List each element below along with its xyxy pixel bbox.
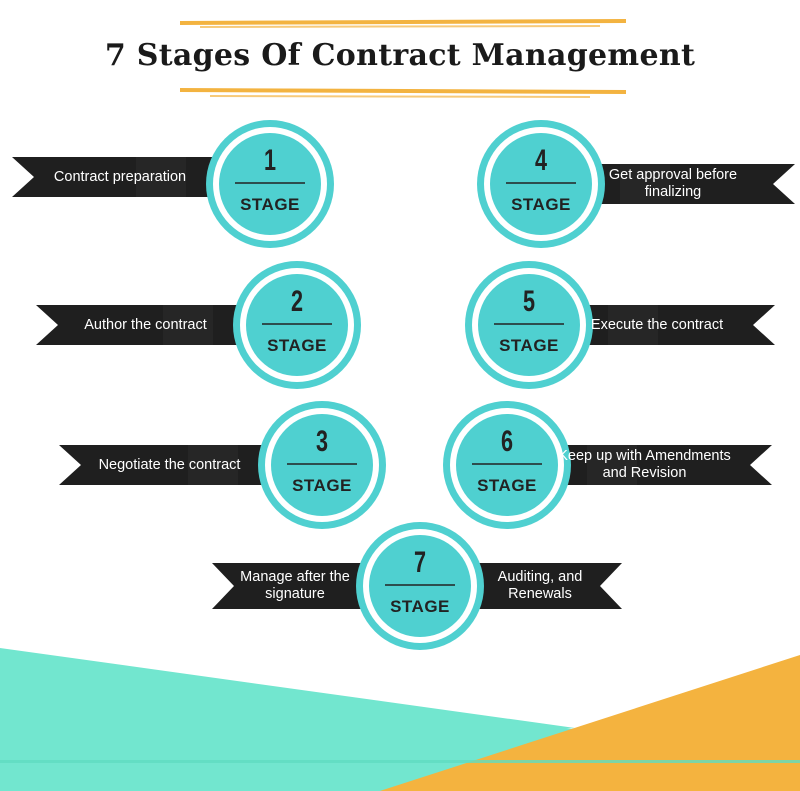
title-underline-top <box>180 19 626 28</box>
stage-7-ribbon-right <box>474 563 622 609</box>
stage-3-number: 3 <box>315 425 329 458</box>
stage-4-number: 4 <box>534 144 548 177</box>
stage-1-label: STAGE <box>240 195 300 214</box>
title-underline-bottom <box>180 88 626 98</box>
stage-7-badge-disc <box>369 535 471 637</box>
ribbon-shade <box>136 157 186 197</box>
stage-2-label: STAGE <box>267 336 327 355</box>
stage-1-description: Contract preparation <box>32 169 208 186</box>
stage-2-number: 2 <box>290 285 304 318</box>
stage-description-line: signature <box>265 586 325 602</box>
stage-6-badge-disc <box>456 414 558 516</box>
stage-2-description: Author the contract <box>56 317 235 334</box>
stage-6-label: STAGE <box>477 476 537 495</box>
teal-stripe <box>0 760 800 763</box>
stage-4-label: STAGE <box>511 195 571 214</box>
stage-7-label: STAGE <box>390 597 450 616</box>
stage-1-badge-disc <box>219 133 321 235</box>
stage-description-line: and Revision <box>602 465 687 481</box>
ribbon-shade <box>587 445 637 485</box>
teal-ground-shape-2 <box>0 700 590 791</box>
ribbon-shade <box>608 305 658 345</box>
stage-5-badge-disc <box>478 274 580 376</box>
stage-4-badge-disc <box>490 133 592 235</box>
stage-5-label: STAGE <box>499 336 559 355</box>
stage-description-line: Negotiate the contract <box>98 456 241 473</box>
stage-description-line: Auditing, and <box>497 569 583 585</box>
ribbon-shade <box>188 445 238 485</box>
stage-description-line: Contract preparation <box>53 168 187 185</box>
stage-3-badge-disc <box>271 414 373 516</box>
stage-description-line: finalizing <box>644 184 702 200</box>
stage-description-line: Manage after the <box>240 569 350 585</box>
ribbon-shade <box>620 164 670 204</box>
ribbon-shade <box>163 305 213 345</box>
page-title: 7 Stages Of Contract Management <box>104 38 696 73</box>
stage-description-line: Author the contract <box>84 316 207 333</box>
stage-description-line: Keep up with Amendments <box>558 448 731 464</box>
stage-2-badge-disc <box>246 274 348 376</box>
stage-5-number: 5 <box>522 285 536 318</box>
yellow-ground-shape <box>380 655 800 791</box>
stage-5-description: Execute the contract <box>559 317 755 334</box>
stage-3-label: STAGE <box>292 476 352 495</box>
stage-3-description: Negotiate the contract <box>79 457 260 474</box>
stage-7-ribbon-left <box>212 563 366 609</box>
stage-description-line: Renewals <box>508 586 572 602</box>
stage-description-line: Get approval before <box>608 167 738 183</box>
stage-7-number: 7 <box>413 546 427 579</box>
stage-6-number: 6 <box>500 425 514 458</box>
stage-1-number: 1 <box>263 144 277 177</box>
stage-description-line: Execute the contract <box>590 316 724 333</box>
